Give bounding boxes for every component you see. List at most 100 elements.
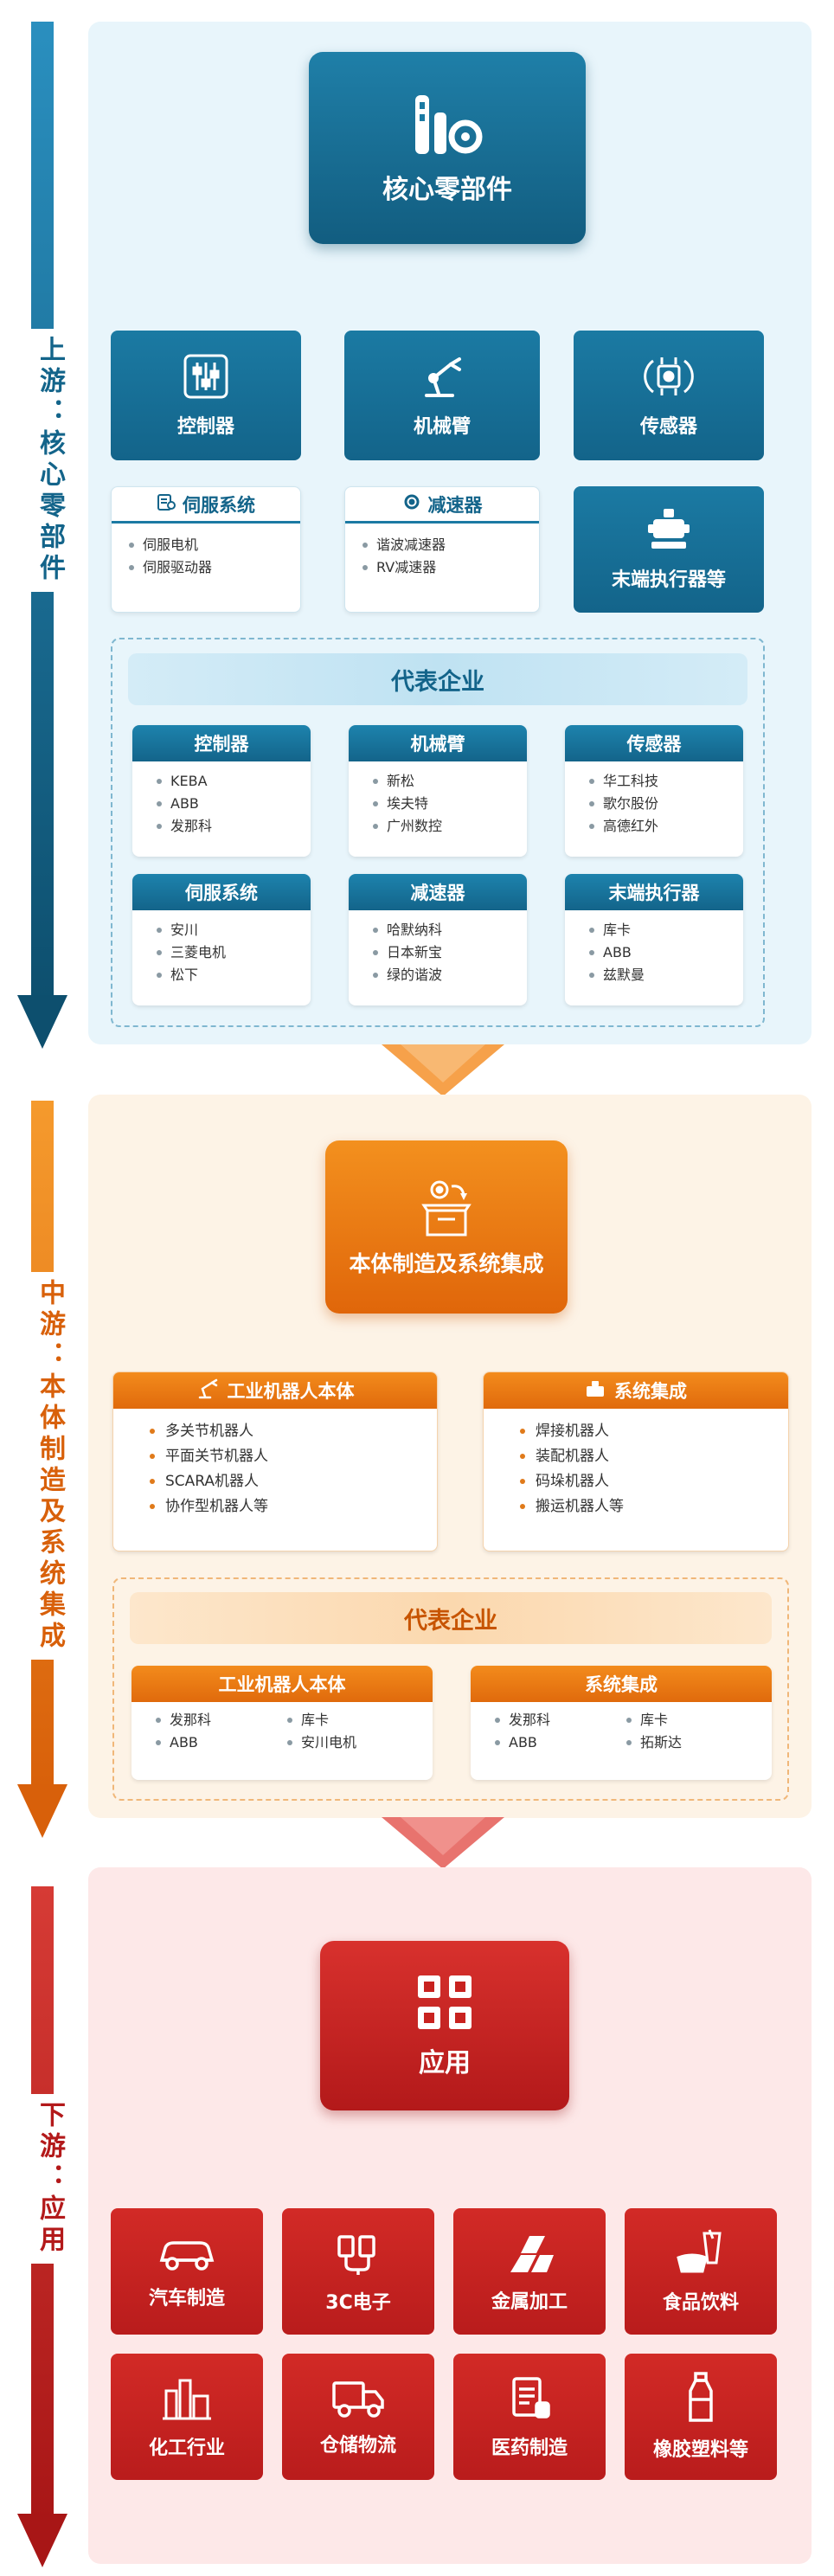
app-label: 汽车制造 [148,2288,225,2309]
end-effector-tile: 末端执行器等 [574,486,764,613]
category-label: 控制器 [176,416,234,438]
app-metal-processing: 金属加工 [453,2208,606,2335]
core-components-icon [408,90,486,163]
upstream-rep-box [111,638,765,1027]
list-item: 库卡 [287,1709,433,1731]
app-3c-electronics: 3C电子 [282,2208,434,2335]
midstream-rep-title: 代表企业 [130,1592,772,1644]
list-item: 搬运机器人等 [520,1494,788,1519]
applications-title: 应用 [419,2048,471,2078]
app-logistics: 仓储物流 [282,2354,434,2480]
industrial-robot-body-title: 工业机器人本体 [227,1381,355,1402]
bottle-icon [683,2372,718,2427]
list-item: 码垛机器人 [520,1469,788,1494]
upstream-stage-label: 上游：核心零部件 [19,329,66,592]
list-item: ABB [495,1731,640,1754]
list-item: SCARA机器人 [150,1469,437,1494]
list-item: 安川 [157,919,311,941]
app-pharma: 医药制造 [453,2354,606,2480]
controller-icon [182,352,230,404]
robot-arm-icon [416,352,468,404]
rep-card-servo: 伺服系统 安川 三菱电机 松下 [132,874,311,1005]
list-item: 广州数控 [373,815,527,838]
app-automotive: 汽车制造 [111,2208,263,2335]
list-item: 华工科技 [589,770,743,793]
rep-card-title: 工业机器人本体 [132,1666,433,1702]
category-robot-arm: 机械臂 [344,331,540,460]
reducer-title: 减速器 [427,494,483,516]
system-integration-icon [585,1379,606,1403]
industrial-robot-body-card: 工业机器人本体 多关节机器人 平面关节机器人 SCARA机器人 协作型机器人等 [112,1372,438,1551]
list-item: 歌尔股份 [589,793,743,815]
app-rubber-plastic: 橡胶塑料等 [625,2354,777,2480]
list-item: 发那科 [156,1709,301,1731]
rep-card-end-effector: 末端执行器 库卡 ABB 兹默曼 [565,874,743,1005]
list-item: RV减速器 [362,556,539,579]
app-label: 医药制造 [491,2438,568,2459]
rep-card-integration: 系统集成 发那科 库卡 ABB 拓斯达 [471,1666,772,1780]
rep-card-reducer: 减速器 哈默纳科 日本新宝 绿的谐波 [349,874,527,1005]
list-item: 焊接机器人 [520,1419,788,1444]
list-item: 协作型机器人等 [150,1494,437,1519]
category-label: 机械臂 [413,416,471,438]
rep-card-sensor: 传感器 华工科技 歌尔股份 高德红外 [565,725,743,857]
rep-card-title: 末端执行器 [565,874,743,910]
category-label: 传感器 [639,416,697,438]
app-chemical: 化工行业 [111,2354,263,2480]
app-label: 化工行业 [148,2438,225,2459]
applications-hub: 应用 [320,1941,569,2110]
reducer-icon [402,492,421,516]
rep-card-title: 控制器 [132,725,311,761]
stage-transition-arrow [382,1817,504,1869]
list-item: 松下 [157,964,311,986]
end-effector-label: 末端执行器等 [611,569,726,591]
app-label: 橡胶塑料等 [652,2439,748,2461]
list-item: 装配机器人 [520,1444,788,1469]
end-effector-icon [645,507,693,557]
list-item: 新松 [373,770,527,793]
app-label: 仓储物流 [319,2435,396,2457]
core-components-title: 核心零部件 [382,175,512,205]
core-components-hub: 核心零部件 [309,52,586,244]
list-item: 平面关节机器人 [150,1444,437,1469]
list-item: 哈默纳科 [373,919,527,941]
midstream-stage-label: 中游：本体制造及系统集成 [19,1272,66,1660]
list-item: 绿的谐波 [373,964,527,986]
rep-card-title: 机械臂 [349,725,527,761]
app-label: 食品饮料 [662,2292,739,2314]
list-item: 库卡 [626,1709,772,1731]
list-item: 多关节机器人 [150,1419,437,1444]
chemical-plant-icon [161,2374,213,2425]
rep-card-robot-arm: 机械臂 新松 埃夫特 广州数控 [349,725,527,857]
sensor-icon [643,352,695,404]
app-food-beverage: 食品饮料 [625,2208,777,2335]
truck-icon [330,2376,386,2423]
midstream-rep-box [112,1577,789,1801]
list-item: 伺服电机 [129,534,300,556]
system-integration-card: 系统集成 焊接机器人 装配机器人 码垛机器人 搬运机器人等 [483,1372,789,1551]
list-item: 拓斯达 [626,1731,772,1754]
downstream-stage-label: 下游：应用 [19,2094,66,2264]
medicine-icon [505,2374,554,2425]
list-item: 发那科 [495,1709,640,1731]
grid-apps-icon [414,1972,475,2036]
app-label: 金属加工 [491,2291,568,2313]
electronics-icon [334,2228,382,2280]
system-integration-title: 系统集成 [614,1381,687,1402]
list-item: 日本新宝 [373,941,527,964]
reducer-card: 减速器 谐波减速器 RV减速器 [344,486,540,613]
list-item: 安川电机 [287,1731,433,1754]
list-item: ABB [156,1731,301,1754]
list-item: 埃夫特 [373,793,527,815]
rep-card-title: 减速器 [349,874,527,910]
servo-system-card: 伺服系统 伺服电机 伺服驱动器 [111,486,301,613]
box-gear-icon [412,1176,481,1242]
category-sensor: 传感器 [574,331,764,460]
rep-card-robot-body: 工业机器人本体 发那科 库卡 ABB 安川电机 [132,1666,433,1780]
industrial-robot-icon [196,1378,219,1404]
list-item: 三菱电机 [157,941,311,964]
rep-card-title: 传感器 [565,725,743,761]
list-item: 库卡 [589,919,743,941]
metal-bars-icon [502,2229,557,2279]
food-drink-icon [675,2228,727,2280]
